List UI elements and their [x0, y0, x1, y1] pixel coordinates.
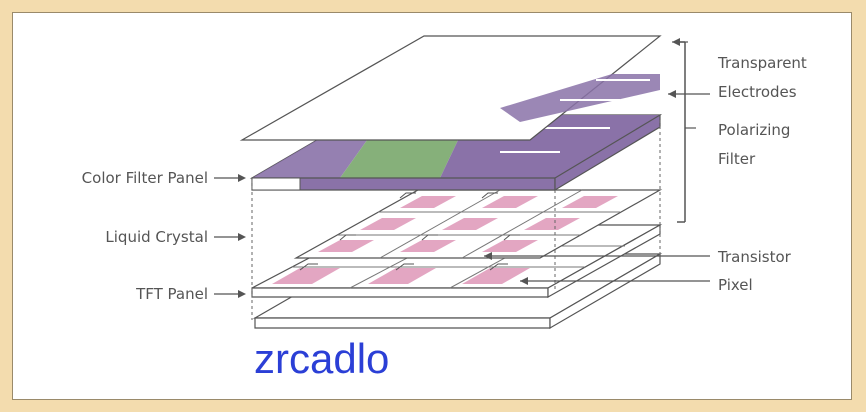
left-arrows [214, 174, 246, 298]
top-glass-plate [239, 35, 662, 141]
label-transparent: Transparent [717, 54, 807, 72]
right-arrows [484, 38, 710, 285]
label-color-filter-panel: Color Filter Panel [82, 169, 208, 187]
polarizing-filter-bracket [677, 41, 696, 223]
label-pixel: Pixel [718, 276, 753, 294]
label-transistor: Transistor [717, 248, 792, 266]
alignment-lines [251, 120, 661, 320]
label-tft-panel: TFT Panel [135, 285, 208, 303]
label-electrodes: Electrodes [718, 83, 797, 101]
label-liquid-crystal: Liquid Crystal [105, 228, 208, 246]
label-polarizing: Polarizing [718, 121, 790, 139]
label-filter: Filter [718, 150, 756, 168]
watermark-text: zrcadlo [254, 335, 390, 382]
liquid-crystal-layer [293, 189, 663, 259]
